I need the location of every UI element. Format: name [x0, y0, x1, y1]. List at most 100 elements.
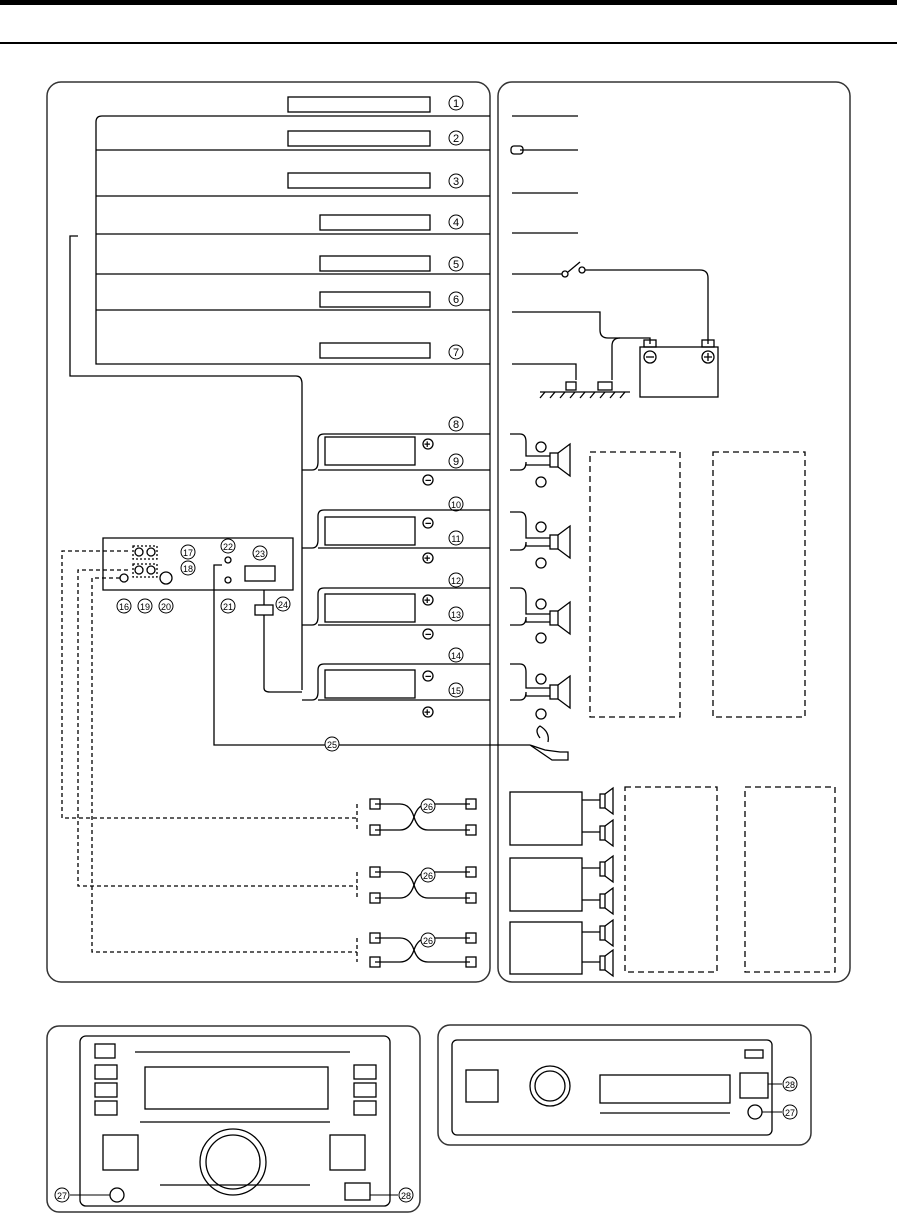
svg-text:−: −	[425, 518, 431, 530]
svg-text:18: 18	[183, 564, 193, 574]
svg-text:23: 23	[255, 549, 265, 559]
callout-1: 1	[448, 95, 464, 111]
wire-box-1	[287, 96, 431, 113]
callout-26a: 26	[420, 798, 436, 814]
front-panel-a	[46, 1025, 421, 1213]
dashed-box-a	[589, 451, 681, 718]
callout-21: 21	[220, 598, 236, 614]
svg-text:20: 20	[161, 602, 171, 612]
callout-14: 14	[448, 647, 464, 663]
callout-9: 9	[448, 453, 464, 469]
switch-icon	[567, 261, 581, 273]
callout-13: 13	[448, 606, 464, 622]
svg-text:11: 11	[451, 534, 460, 544]
volume-knob-b	[529, 1065, 571, 1107]
svg-text:+: +	[424, 439, 430, 451]
svg-text:10: 10	[451, 500, 461, 510]
svg-text:28: 28	[401, 1191, 411, 1201]
callout-18: 18	[180, 560, 196, 576]
volume-knob-a	[199, 1128, 267, 1196]
svg-text:8: 8	[453, 419, 459, 431]
svg-text:26: 26	[423, 936, 433, 946]
speaker-1	[510, 433, 571, 488]
svg-text:26: 26	[423, 871, 433, 881]
wire-box-7	[319, 342, 431, 359]
svg-text:6: 6	[453, 294, 459, 306]
callout-24: 24	[275, 596, 291, 612]
wire-box-4	[319, 214, 431, 231]
svg-text:9: 9	[453, 456, 459, 468]
callout-5: 5	[448, 256, 464, 272]
callout-20: 20	[158, 598, 174, 614]
svg-text:17: 17	[183, 548, 193, 558]
callout-28b: 28	[782, 1076, 798, 1092]
svg-text:14: 14	[451, 651, 461, 661]
callout-15: 15	[448, 682, 464, 698]
callout-6: 6	[448, 291, 464, 307]
left-panel	[46, 81, 491, 983]
svg-text:26: 26	[423, 802, 433, 812]
callout-27a: 27	[54, 1187, 70, 1203]
svg-text:−: −	[425, 475, 431, 487]
svg-text:2: 2	[453, 133, 459, 145]
callout-19: 19	[137, 598, 153, 614]
svg-text:+: +	[424, 553, 430, 565]
callout-4: 4	[448, 214, 464, 230]
dashed-box-b	[712, 451, 806, 718]
callout-8: 8	[448, 416, 464, 432]
display-b	[599, 1074, 731, 1104]
callout-3: 3	[448, 173, 464, 189]
front-panel-b	[437, 1024, 812, 1146]
svg-text:15: 15	[451, 686, 461, 696]
callout-16: 16	[116, 598, 132, 614]
callout-28a: 28	[398, 1187, 414, 1203]
svg-text:4: 4	[453, 217, 459, 229]
wire-box-2	[287, 130, 431, 147]
spk-box-2	[324, 516, 416, 546]
spk-box-4	[324, 669, 416, 699]
svg-text:21: 21	[223, 602, 233, 612]
svg-text:19: 19	[140, 602, 150, 612]
wire-box-6	[319, 291, 431, 308]
svg-text:25: 25	[327, 740, 337, 750]
speaker-4	[510, 663, 571, 720]
svg-text:22: 22	[223, 542, 233, 552]
svg-text:12: 12	[451, 576, 461, 586]
callout-17: 17	[180, 544, 196, 560]
wire-box-3	[287, 172, 431, 189]
header-rule	[0, 42, 897, 44]
svg-text:1: 1	[453, 98, 459, 110]
callout-27b: 27	[782, 1104, 798, 1120]
spk-box-3	[324, 593, 416, 623]
din-connector-icon	[159, 571, 173, 585]
dashed-box-d	[744, 786, 836, 973]
svg-text:−: −	[425, 671, 431, 683]
battery-icon	[639, 346, 719, 398]
callout-23: 23	[252, 545, 268, 561]
callout-25: 25	[324, 736, 340, 752]
callout-10: 10	[448, 496, 464, 512]
dashed-box-c	[624, 786, 718, 973]
spk-box-1	[324, 436, 416, 466]
callout-7: 7	[448, 344, 464, 360]
svg-text:+: +	[424, 595, 430, 607]
callout-22: 22	[220, 538, 236, 554]
svg-text:28: 28	[785, 1080, 795, 1090]
speaker-3	[510, 587, 571, 644]
svg-text:5: 5	[453, 259, 459, 271]
svg-text:16: 16	[119, 602, 129, 612]
svg-text:13: 13	[451, 610, 461, 620]
callout-26b: 26	[420, 867, 436, 883]
svg-text:+: +	[424, 707, 430, 719]
amp-box-2	[509, 857, 583, 912]
svg-text:7: 7	[453, 347, 459, 359]
svg-text:27: 27	[57, 1191, 67, 1201]
callout-11: 11	[448, 530, 464, 546]
svg-text:27: 27	[785, 1108, 795, 1118]
speaker-2	[510, 511, 571, 569]
amp-box-1	[509, 791, 583, 846]
callout-12: 12	[448, 572, 464, 588]
svg-text:24: 24	[278, 600, 288, 610]
right-panel	[497, 81, 851, 983]
